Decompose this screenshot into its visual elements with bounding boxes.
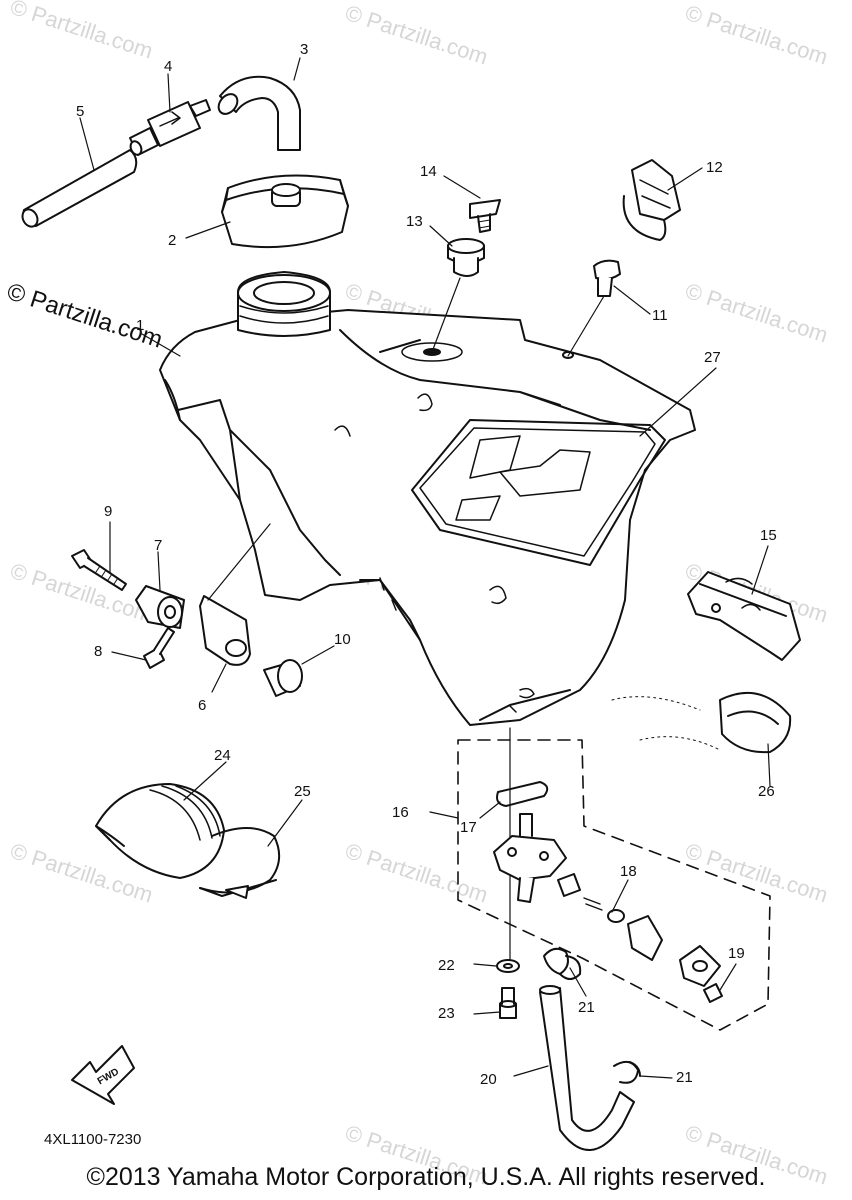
part-1-fuel-tank <box>159 271 696 726</box>
part-4-fuel-filter <box>129 99 211 156</box>
part-5-hose <box>21 149 138 228</box>
callout-12: 12 <box>706 159 723 176</box>
part-23-bolt <box>499 987 517 1019</box>
callout-numbers: 1 2 3 4 5 6 7 8 9 10 11 12 13 14 15 16 1… <box>76 41 777 1088</box>
callout-25: 25 <box>294 783 311 800</box>
callout-6: 6 <box>198 697 206 714</box>
fuel-cock-group-16 <box>457 727 771 1031</box>
callout-24: 24 <box>214 747 231 764</box>
callout-4: 4 <box>164 58 172 75</box>
part-12-clip <box>622 159 681 241</box>
part-number: 4XL1100-7230 <box>44 1131 142 1148</box>
callout-9: 9 <box>104 503 112 520</box>
part-2-tank-cap <box>221 174 349 249</box>
part-13-collar <box>431 238 485 353</box>
callout-7: 7 <box>154 537 162 554</box>
part-3-breather-hose <box>217 75 301 151</box>
fuel-tank-diagram: FWD 1 2 3 4 5 6 <box>21 41 801 1151</box>
callout-17: 17 <box>460 819 477 836</box>
part-22-washer <box>496 959 520 973</box>
callout-5: 5 <box>76 103 84 120</box>
callout-1: 1 <box>136 317 144 334</box>
part-7-damper <box>135 585 185 629</box>
callout-3: 3 <box>300 41 308 58</box>
callout-27: 27 <box>704 349 721 366</box>
callout-14: 14 <box>420 163 437 180</box>
part-20-fuel-hose <box>539 985 635 1151</box>
fwd-arrow-icon: FWD <box>71 1045 135 1105</box>
callout-2: 2 <box>168 232 176 249</box>
part-25-band <box>199 827 281 899</box>
part-14-screw <box>469 199 501 233</box>
part-6-bracket <box>199 523 271 666</box>
leader-lines <box>79 57 771 1079</box>
callout-22: 22 <box>438 957 455 974</box>
part-21-clip <box>613 1060 641 1084</box>
callout-23: 23 <box>438 1005 455 1022</box>
callout-11: 11 <box>652 307 668 324</box>
callout-18: 18 <box>620 863 637 880</box>
callout-8: 8 <box>94 643 102 660</box>
part-9-bolt <box>71 549 127 591</box>
callout-21-a: 21 <box>578 999 595 1016</box>
part-10-collar <box>263 659 303 697</box>
part-15-side-cover <box>687 571 801 661</box>
part-11-bolt <box>567 259 621 357</box>
part-8-bolt <box>143 627 175 669</box>
callout-20: 20 <box>480 1071 497 1088</box>
callout-13: 13 <box>406 213 423 230</box>
part-24-rubber <box>95 783 225 879</box>
callout-26: 26 <box>758 783 775 800</box>
callout-19: 19 <box>728 945 745 962</box>
part-26-cushion <box>611 691 792 754</box>
copyright-notice: ©2013 Yamaha Motor Corporation, U.S.A. A… <box>86 1163 766 1191</box>
callout-16: 16 <box>392 804 409 821</box>
callout-21-b: 21 <box>676 1069 693 1086</box>
callout-15: 15 <box>760 527 777 544</box>
callout-10: 10 <box>334 631 351 648</box>
